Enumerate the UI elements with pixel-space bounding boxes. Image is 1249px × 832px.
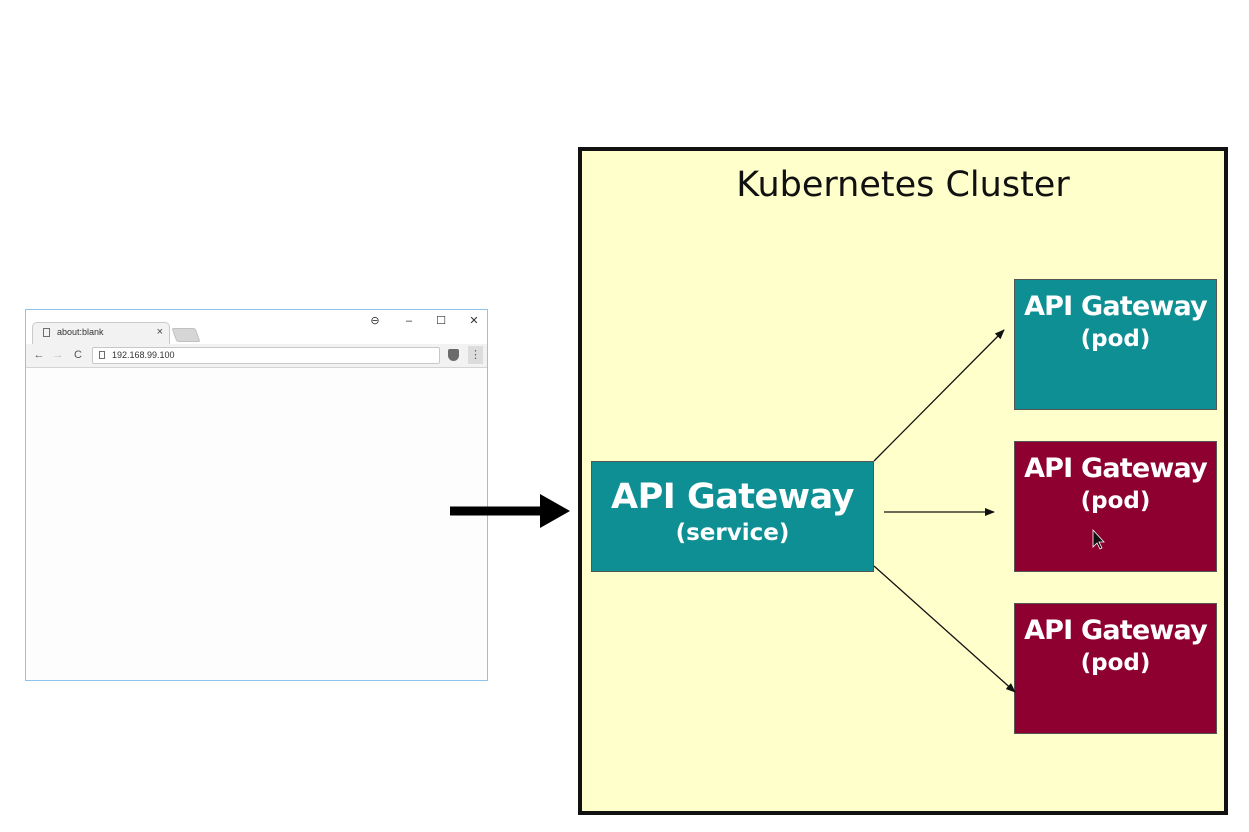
browser-menu-button[interactable]: ⋮ [468, 346, 483, 364]
pod-subtitle: (pod) [1080, 650, 1151, 676]
service-title: API Gateway [611, 477, 854, 517]
browser-toolbar: ← → C 192.168.99.100 ⋮ [26, 344, 487, 368]
api-gateway-pod: API Gateway (pod) [1014, 279, 1217, 410]
minimize-button[interactable]: – [405, 315, 413, 327]
forward-button[interactable]: → [52, 349, 64, 361]
maximize-button[interactable]: ☐ [436, 315, 446, 327]
reload-button[interactable]: C [74, 349, 82, 361]
page-icon [99, 351, 105, 359]
tab-close-icon[interactable]: × [156, 326, 163, 338]
page-icon [43, 328, 50, 337]
pod-subtitle: (pod) [1080, 326, 1151, 352]
service-subtitle: (service) [675, 520, 790, 546]
back-button[interactable]: ← [33, 349, 45, 361]
pod-title: API Gateway [1024, 453, 1208, 484]
new-tab-button[interactable] [171, 328, 201, 342]
cluster-title: Kubernetes Cluster [736, 165, 1070, 205]
profile-icon[interactable]: ⊖ [370, 315, 380, 327]
address-text[interactable]: 192.168.99.100 [112, 350, 175, 360]
browser-titlebar: about:blank × ⊖ – ☐ ✕ [26, 310, 487, 344]
api-gateway-pod: API Gateway (pod) [1014, 603, 1217, 734]
browser-window: about:blank × ⊖ – ☐ ✕ ← → C 192.168.99.1… [25, 309, 488, 681]
browser-tab[interactable]: about:blank × [32, 322, 170, 344]
pod-title: API Gateway [1024, 615, 1208, 646]
shield-extension-icon[interactable] [448, 349, 459, 361]
browser-content-area [26, 368, 487, 680]
address-bar[interactable]: 192.168.99.100 [92, 347, 440, 364]
tab-title: about:blank [57, 327, 104, 337]
close-window-button[interactable]: ✕ [469, 315, 479, 327]
api-gateway-pod: API Gateway (pod) [1014, 441, 1217, 572]
api-gateway-service: API Gateway (service) [591, 461, 874, 572]
pod-title: API Gateway [1024, 291, 1208, 322]
pod-subtitle: (pod) [1080, 488, 1151, 514]
